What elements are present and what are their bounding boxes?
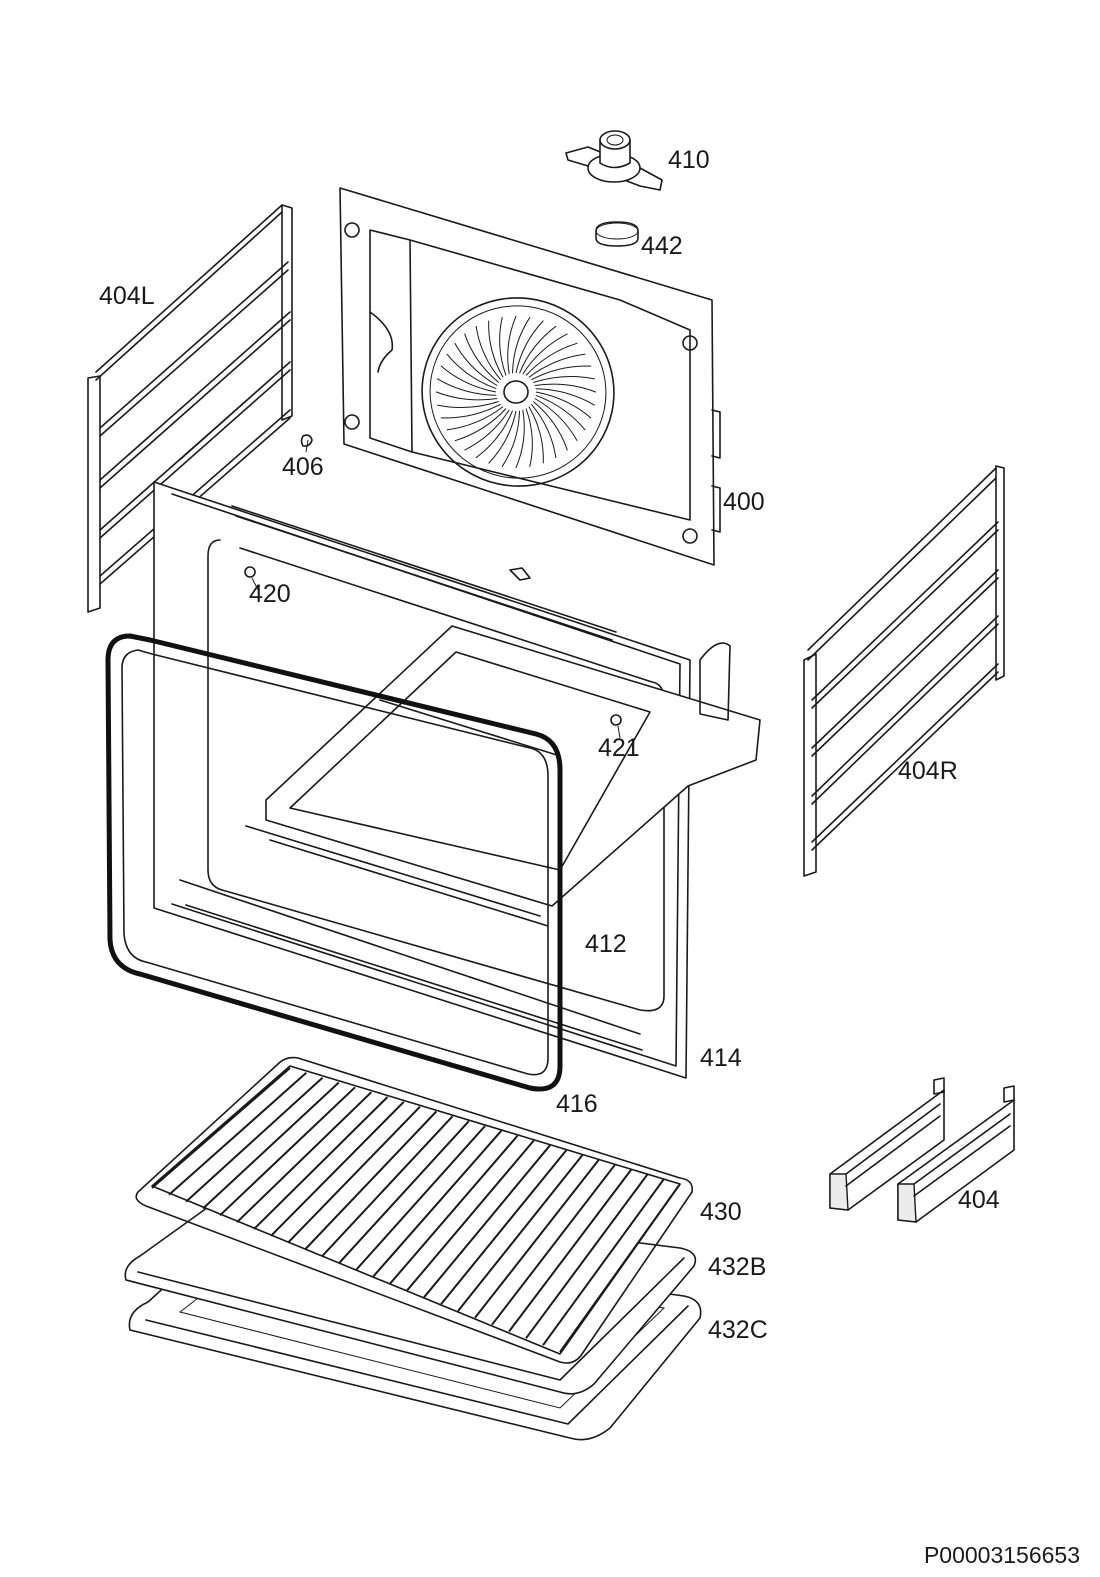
fan-blade — [522, 333, 568, 375]
wire-bar — [236, 1091, 372, 1223]
wire-bar — [287, 1106, 421, 1244]
fan-blade — [446, 406, 504, 431]
part-404-runners — [829, 1077, 1015, 1223]
fan-blade — [475, 326, 502, 381]
label-421: 421 — [598, 734, 640, 762]
wire-bar — [202, 1081, 340, 1210]
wire-bar — [372, 1130, 503, 1278]
label-414: 414 — [700, 1044, 742, 1072]
part-400-back-panel — [339, 187, 721, 566]
fan-blade — [440, 365, 497, 393]
fan-blade — [464, 409, 510, 451]
part-442-disc — [595, 221, 639, 247]
wire-bar — [406, 1139, 535, 1292]
fan-blade — [515, 320, 544, 374]
wire-bar — [355, 1125, 486, 1271]
label-430: 430 — [700, 1198, 742, 1226]
part-406-clip — [300, 434, 313, 447]
label-412: 412 — [585, 930, 627, 958]
fan-blade — [499, 316, 507, 376]
fan-blade — [535, 388, 596, 406]
wire-bar — [219, 1086, 356, 1217]
fan-blade — [435, 391, 498, 401]
fan-blade — [532, 401, 568, 451]
label-432C: 432C — [708, 1316, 768, 1344]
wire-bar — [304, 1110, 438, 1251]
part-404L-left-rail — [87, 204, 293, 613]
fan-blade — [440, 403, 501, 419]
wire-bar — [321, 1115, 454, 1257]
wire-bar — [185, 1076, 324, 1203]
wire-bar — [389, 1135, 519, 1285]
leader-lines — [251, 439, 621, 739]
label-416: 416 — [556, 1090, 598, 1118]
document-id: P00003156653 — [923, 1542, 1080, 1568]
fan-blade — [528, 406, 544, 464]
fan-blade — [512, 316, 531, 374]
label-420: 420 — [249, 580, 291, 608]
fan-blade — [501, 410, 520, 468]
wire-bar — [270, 1101, 405, 1237]
fan-blade — [454, 342, 498, 386]
label-404L: 404L — [99, 282, 155, 310]
wire-bar — [253, 1096, 389, 1230]
fan-blade — [437, 401, 499, 409]
fan-blade — [528, 353, 586, 378]
fan-blade — [454, 408, 507, 442]
part-410-lamp-holder — [565, 130, 663, 191]
fan-blade — [488, 410, 517, 464]
fan-blade — [535, 391, 592, 419]
fan-blade — [475, 410, 513, 459]
label-410: 410 — [668, 146, 710, 174]
wire-bar — [508, 1168, 633, 1333]
wire-bar — [457, 1154, 584, 1312]
label-442: 442 — [641, 232, 683, 260]
label-400: 400 — [723, 488, 765, 516]
wire-bar — [542, 1178, 665, 1346]
fan-blade — [534, 398, 578, 442]
fan-blade — [530, 403, 557, 458]
wire-bar — [440, 1149, 568, 1305]
fan-blade — [507, 315, 517, 375]
fan-blade — [515, 409, 525, 469]
label-432B: 432B — [708, 1253, 767, 1281]
label-406: 406 — [282, 453, 324, 481]
fan-blade — [519, 325, 557, 374]
wire-bar — [151, 1067, 291, 1189]
wire-bar — [168, 1072, 307, 1196]
wire-bar — [491, 1164, 616, 1326]
fan-blade — [525, 408, 533, 468]
wire-bar — [474, 1159, 600, 1319]
fan-blade — [446, 353, 497, 390]
wire-bar — [423, 1144, 551, 1298]
fan-blade — [535, 394, 586, 431]
part-404R-right-rail — [803, 465, 1005, 877]
wire-bar — [338, 1120, 470, 1264]
label-404: 404 — [958, 1186, 1000, 1214]
part-430-wire-shelf — [135, 1056, 694, 1364]
fan-blade — [531, 365, 592, 381]
fan-blade — [464, 333, 500, 383]
fan-blade — [488, 320, 504, 378]
fan-blade — [436, 378, 497, 396]
fan-blade — [533, 375, 595, 383]
fan-blade — [525, 342, 578, 376]
part-416-door-seal — [105, 633, 563, 1092]
wire-bar — [525, 1173, 649, 1339]
fan-blade — [534, 383, 597, 393]
wire-bar — [559, 1183, 681, 1353]
label-404R: 404R — [898, 757, 958, 785]
